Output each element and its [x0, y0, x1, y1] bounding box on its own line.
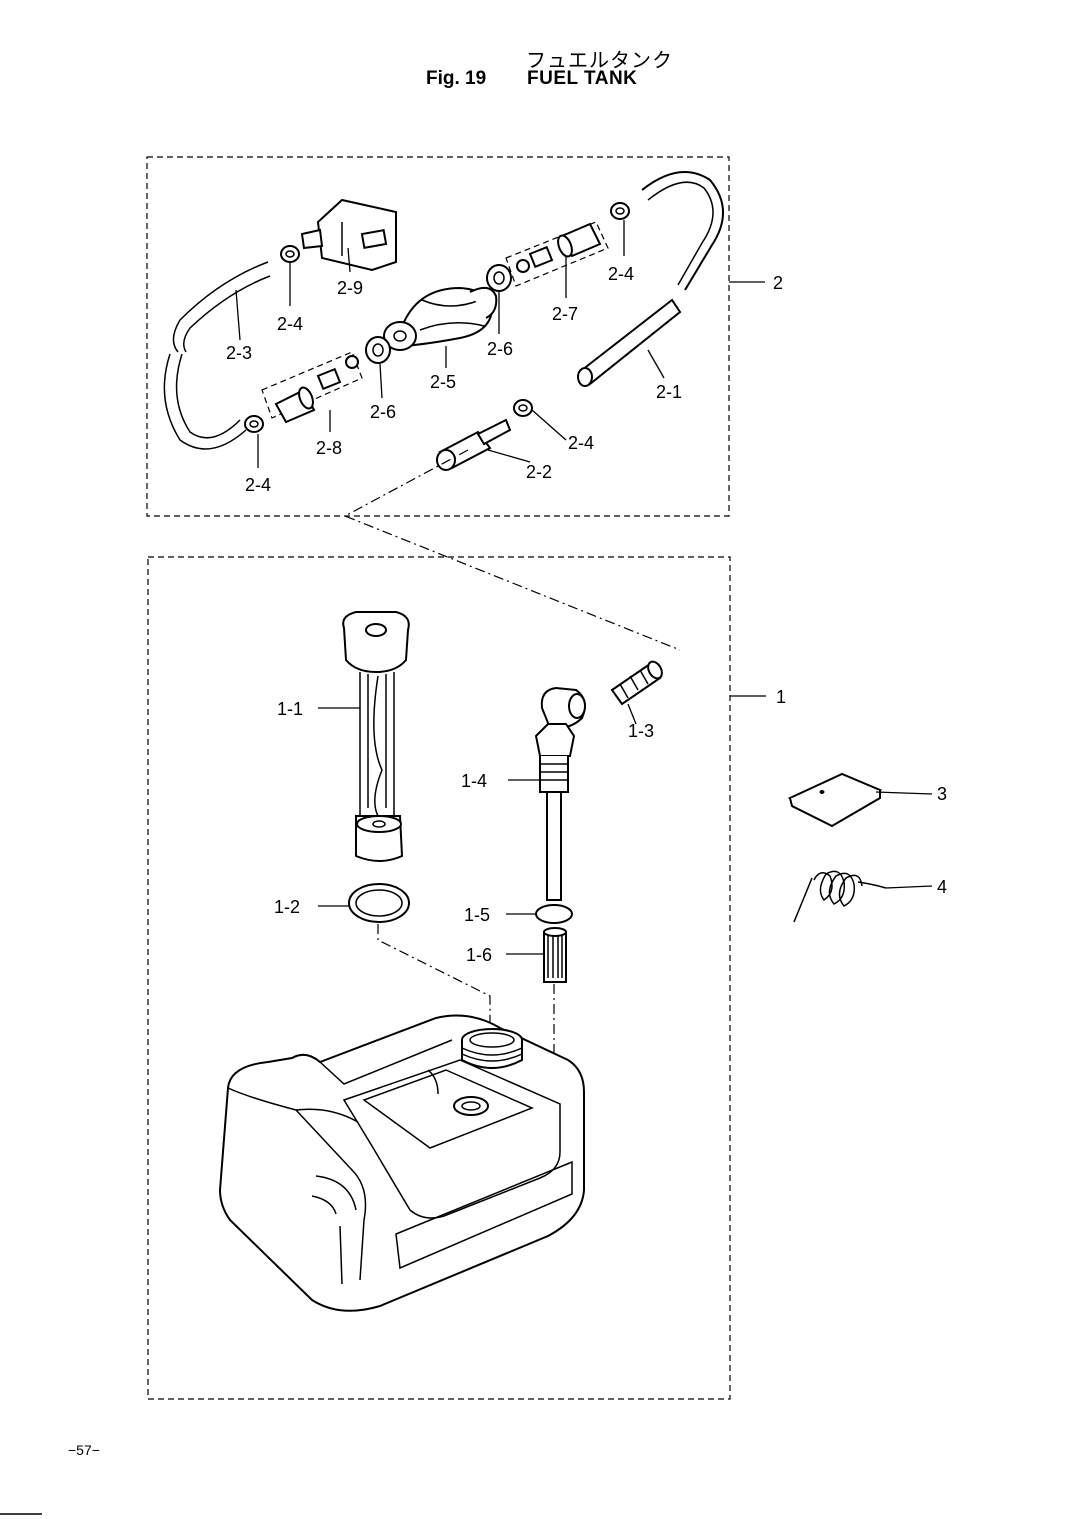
callout-2: 2 [773, 273, 783, 293]
hose-2-3-lower [163, 353, 247, 450]
sleeve-hole [493, 271, 505, 285]
leader-2-1 [647, 349, 665, 379]
callout-1-3: 1-3 [628, 721, 654, 741]
leader-3 [875, 791, 933, 795]
callout-2-4: 2-4 [277, 314, 303, 334]
callout-1-5: 1-5 [464, 905, 490, 925]
clamp-2-4-upper-left [280, 245, 300, 263]
callout-2-4: 2-4 [568, 433, 594, 453]
primer-bulb-2-5 [383, 286, 498, 351]
leader-1-3 [627, 703, 637, 725]
sleeve-2-6-left [365, 336, 391, 364]
clamp-2-4-upper-right [610, 202, 630, 220]
callout-2-8: 2-8 [316, 438, 342, 458]
filter-1-6 [543, 927, 567, 983]
leader-4 [885, 885, 933, 889]
callout-1-1: 1-1 [277, 699, 303, 719]
fuel-tank-group-frame [147, 556, 731, 1400]
check-valve-2-8 [261, 351, 363, 424]
callout-1-2: 1-2 [274, 897, 300, 917]
callout-2-3: 2-3 [226, 343, 252, 363]
tank-connector-2-9 [300, 198, 397, 272]
callout-4: 4 [937, 877, 947, 897]
hose-2-3-upper-inner [183, 275, 271, 353]
gauge-connection-line [377, 924, 491, 1028]
fuel-tank-body [218, 1014, 585, 1312]
callout-2-7: 2-7 [552, 304, 578, 324]
o-ring-1-5 [535, 904, 573, 924]
callout-2-1: 2-1 [656, 382, 682, 402]
fuel-gauge-1-1 [342, 611, 410, 862]
pickup-connection-line [511, 984, 555, 1067]
leader-2-6-a [379, 363, 383, 399]
leader-2-3 [235, 289, 241, 341]
callout-2-9: 2-9 [337, 278, 363, 298]
hose-upper-right-inner [647, 181, 714, 286]
fuel-tank-assembly-group: 1 1-1 1-2 1-3 1-4 1-5 1-6 [147, 556, 786, 1400]
japanese-title: フュエルタンク [526, 48, 673, 72]
callout-1-4: 1-4 [461, 771, 487, 791]
callout-1-6: 1-6 [466, 945, 492, 965]
figure-number: Fig. 19 [426, 68, 487, 89]
sleeve-hole [372, 343, 384, 357]
page-number: −57− [68, 1442, 100, 1458]
clamp-hole [285, 250, 295, 258]
callout-2-4: 2-4 [608, 264, 634, 284]
pickup-tube-1-4 [534, 686, 586, 901]
spring-part-4: 4 [793, 870, 947, 923]
clamp-hole [615, 207, 625, 215]
pad-dot [819, 790, 825, 794]
leader-2-9 [347, 247, 351, 273]
callout-2-6: 2-6 [487, 339, 513, 359]
engine-connector-2-2 [436, 418, 512, 471]
connection-line [343, 449, 681, 651]
callout-3: 3 [937, 784, 947, 804]
fuel-line-group-frame [146, 156, 730, 517]
callout-2-5: 2-5 [430, 372, 456, 392]
check-valve-2-7 [505, 221, 609, 287]
leader-2-2 [487, 449, 531, 463]
hose-2-3-lower-inner [175, 353, 241, 439]
callout-1: 1 [776, 687, 786, 707]
clamp-hole [518, 404, 528, 412]
clamp-hole [249, 420, 259, 428]
pad-part-3: 3 [787, 772, 947, 828]
sleeve-2-6-right [486, 264, 512, 292]
hose-2-3-upper [172, 261, 269, 353]
fuel-line-assembly-group: 2 2-4 2-9 2-3 2-5 2-6 2-7 2-4 2-1 2-6 2-… [146, 156, 783, 517]
callout-2-6: 2-6 [370, 402, 396, 422]
hose-upper-right [641, 171, 724, 291]
leader-2-4-c [531, 409, 567, 441]
clamp-2-4-lower-right [513, 399, 533, 417]
figure-title: FUEL TANK [527, 68, 638, 89]
tank-fitting-1-3 [610, 660, 663, 706]
hose-2-1-end [577, 367, 593, 387]
callout-2-4: 2-4 [245, 475, 271, 495]
gasket-inner [355, 889, 403, 917]
hose-2-1 [580, 298, 682, 386]
clamp-2-4-lower-left [244, 415, 264, 433]
callout-2-2: 2-2 [526, 462, 552, 482]
